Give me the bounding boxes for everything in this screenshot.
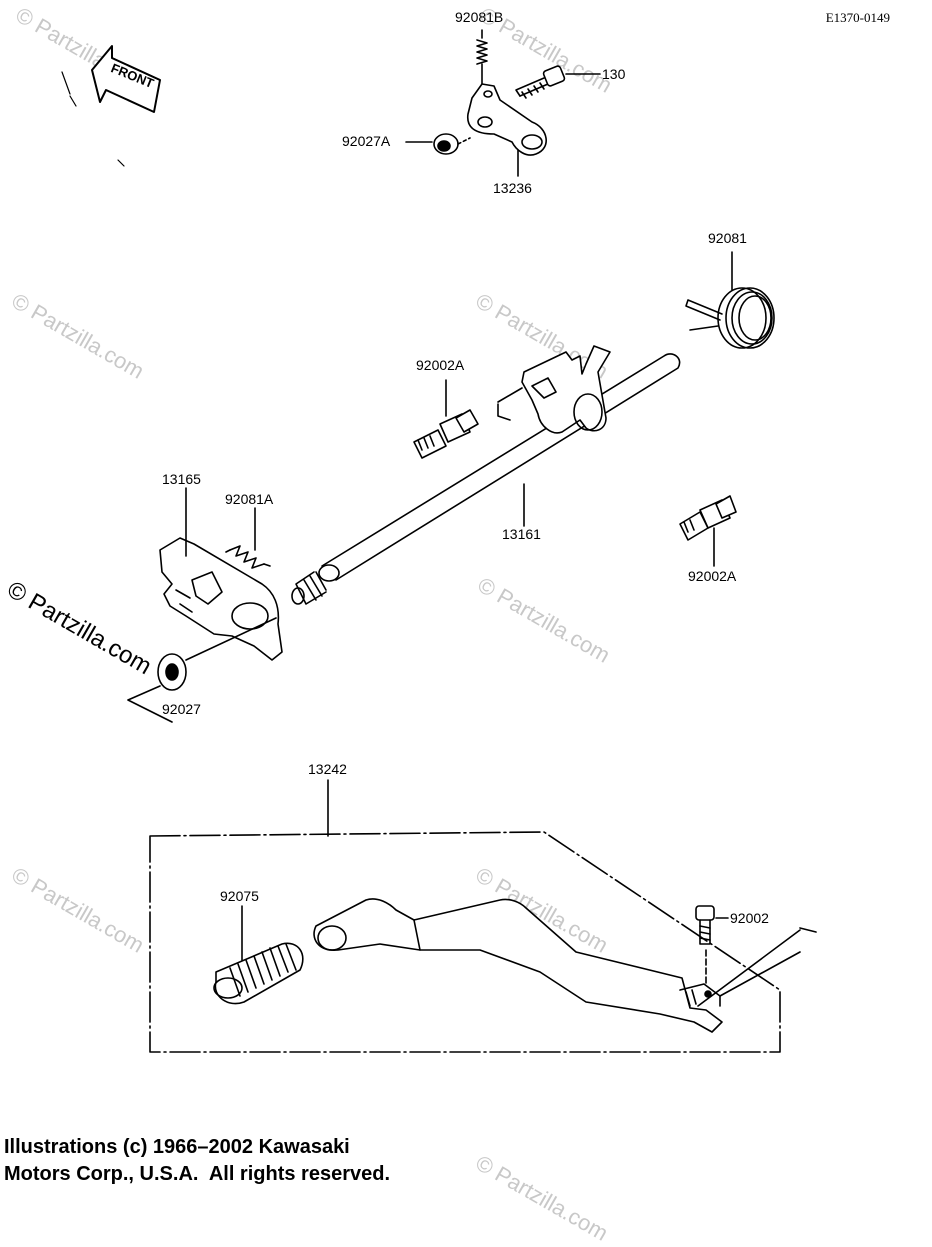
bolt-130 — [515, 65, 601, 99]
rubber-grip-92075 — [213, 905, 304, 1005]
spring-92081a — [225, 507, 271, 569]
part-label-92081: 92081 — [708, 230, 747, 246]
part-label-13165: 13165 — [162, 471, 201, 487]
part-label-92081a: 92081A — [225, 491, 274, 507]
parts-diagram: © Partzilla.com © Partzilla.com © Partzi… — [3, 2, 891, 1246]
part-label-13161: 13161 — [502, 526, 541, 542]
bracket-13236 — [467, 83, 547, 156]
plate-13165 — [159, 487, 283, 661]
part-label-13242: 13242 — [308, 761, 347, 777]
part-label-13236: 13236 — [493, 180, 532, 196]
diagram-code: E1370-0149 — [825, 10, 890, 25]
copyright-notice: Illustrations (c) 1966–2002 Kawasaki Mot… — [4, 1134, 390, 1188]
bolt-92002a-upper — [413, 379, 479, 459]
part-label-130: 130 — [602, 66, 626, 82]
part-label-92002: 92002 — [730, 910, 769, 926]
copyright-line-2: Motors Corp., U.S.A. All rights reserved… — [4, 1163, 390, 1185]
front-arrow-icon — [91, 45, 161, 113]
part-label-92075: 92075 — [220, 888, 259, 904]
shift-pedal-13242 — [313, 898, 723, 1033]
washer-92027a — [405, 133, 471, 155]
spring-92081 — [685, 251, 775, 349]
part-label-92081b: 92081B — [455, 9, 504, 25]
part-label-92027: 92027 — [162, 701, 201, 717]
bolt-92002 — [695, 905, 817, 1007]
parts-drawing: FRONT — [61, 29, 817, 1053]
copyright-line-1: Illustrations (c) 1966–2002 Kawasaki — [4, 1136, 350, 1158]
part-label-92002a-right: 92002A — [688, 568, 737, 584]
washer-92027 — [127, 617, 277, 723]
part-label-92002a-upper: 92002A — [416, 357, 465, 373]
part-label-92027a: 92027A — [342, 133, 391, 149]
shift-shaft-13161 — [291, 345, 681, 605]
bolt-92002a-right — [679, 495, 737, 567]
spring-92081b — [476, 29, 488, 85]
pedal-frame — [149, 779, 781, 1053]
